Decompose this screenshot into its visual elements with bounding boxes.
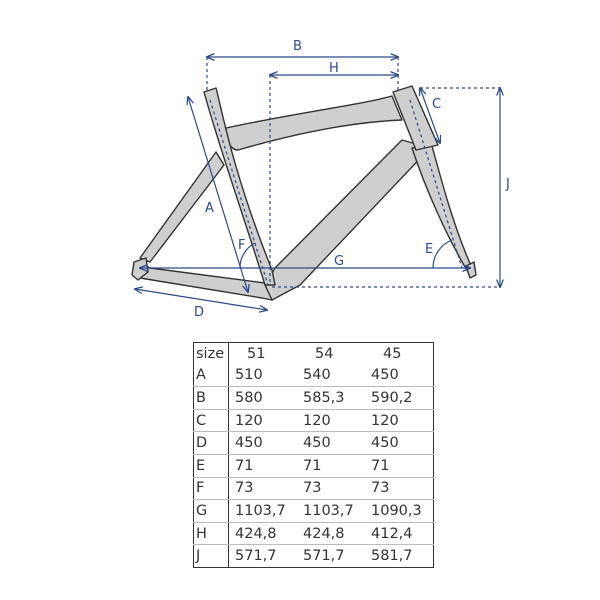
dimension-cell: C — [193, 409, 229, 433]
dimension-cell: F — [193, 477, 229, 501]
dimension-cell: B — [193, 386, 229, 410]
label-g: G — [334, 254, 344, 269]
dimension-cell: G — [193, 499, 229, 523]
value-cell: 73 — [365, 477, 434, 501]
dimension-cell: A — [193, 364, 229, 388]
value-cell: 1103,7 — [297, 499, 365, 523]
dimension-cell: J — [193, 544, 229, 568]
header-cell: 45 — [383, 345, 402, 362]
value-cell: 71 — [228, 454, 297, 478]
header-cell: 54 — [315, 345, 334, 362]
value-cell: 120 — [228, 409, 297, 433]
frame-geometry-diagram: B H C J A F E G D — [131, 39, 510, 320]
value-cell: 71 — [365, 454, 434, 478]
value-cell: 571,7 — [235, 548, 277, 565]
label-f: F — [238, 238, 245, 253]
header-cell: size — [193, 342, 229, 365]
dimension-cell: H — [193, 522, 229, 546]
table-row: J 571,7 571,7 581,7 — [193, 544, 434, 568]
header-cell: 51 — [247, 345, 266, 362]
value-cell: 540 — [297, 364, 365, 388]
label-c: C — [432, 97, 441, 112]
value-cell: 73 — [297, 477, 365, 501]
dimension-cell: D — [193, 431, 229, 455]
value-cell: 571,7 — [303, 548, 345, 565]
label-j: J — [505, 177, 510, 192]
table-header-row: size 51 54 45 — [193, 342, 434, 365]
value-cell: 120 — [365, 409, 434, 433]
value-cell: 1090,3 — [365, 499, 434, 523]
value-cell: 580 — [228, 386, 297, 410]
dimension-cell: E — [193, 454, 229, 478]
value-cell: 424,8 — [297, 522, 365, 546]
value-cell: 585,3 — [297, 386, 365, 410]
down-tube — [264, 139, 431, 301]
seat-tube — [203, 87, 276, 286]
label-e: E — [425, 242, 433, 257]
fork — [411, 145, 473, 273]
value-cell: 590,2 — [365, 386, 434, 410]
dimension-lines — [135, 57, 500, 310]
top-tube — [225, 95, 403, 151]
value-cell: 73 — [228, 477, 297, 501]
value-cell: 450 — [297, 431, 365, 455]
value-cell: 424,8 — [228, 522, 297, 546]
value-cell: 581,7 — [371, 548, 413, 565]
value-cell: 450 — [228, 431, 297, 455]
label-h: H — [329, 61, 339, 76]
value-cell: 71 — [297, 454, 365, 478]
value-cell: 510 — [228, 364, 297, 388]
label-d: D — [194, 305, 204, 320]
label-b: B — [293, 39, 302, 54]
value-cell: 450 — [365, 431, 434, 455]
value-cell: 450 — [365, 364, 434, 388]
value-cell: 120 — [297, 409, 365, 433]
value-cell: 412,4 — [365, 522, 434, 546]
value-cell: 1103,7 — [228, 499, 297, 523]
label-a: A — [205, 201, 214, 216]
